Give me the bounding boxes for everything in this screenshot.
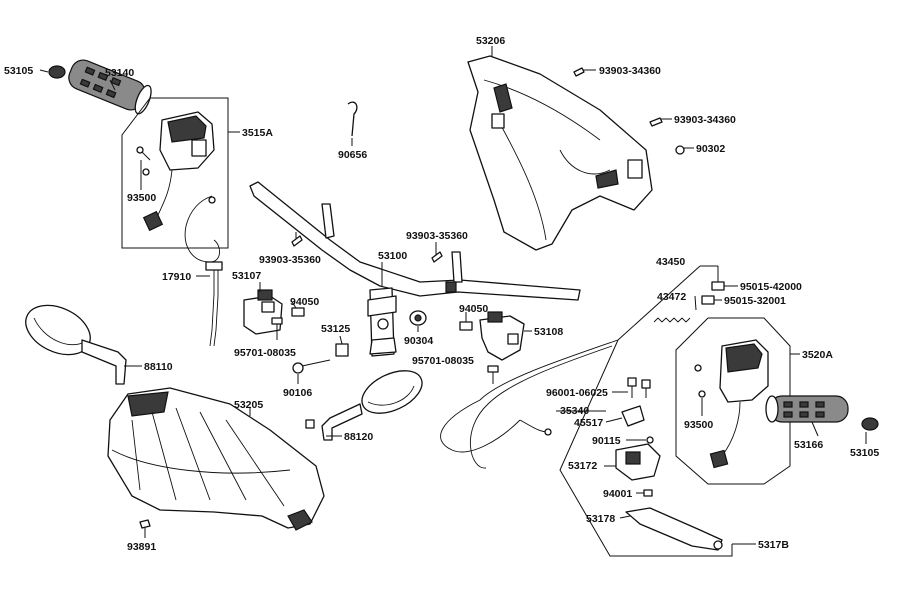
label-53105-right: 53105 — [850, 447, 879, 459]
label-53125: 53125 — [321, 323, 350, 335]
part-nut-94001 — [643, 489, 653, 497]
part-right-switch — [694, 339, 769, 469]
part-front-cover — [107, 387, 325, 531]
label-90302: 90302 — [696, 143, 725, 155]
part-bolt-96001 — [627, 377, 651, 398]
part-fitting-95015b — [701, 295, 715, 305]
part-spring-43472 — [653, 317, 691, 323]
label-88110: 88110 — [144, 361, 173, 373]
label-53206: 53206 — [476, 35, 505, 47]
label-3515A: 3515A — [242, 127, 273, 139]
part-brake-lever — [625, 507, 723, 551]
part-cable-17910 — [184, 195, 223, 347]
part-bolt-b — [487, 365, 499, 384]
label-90115: 90115 — [592, 435, 621, 447]
label-88120: 88120 — [344, 431, 373, 443]
part-screw-90115 — [646, 436, 654, 444]
label-93500-right: 93500 — [684, 419, 713, 431]
part-screw-93891 — [139, 519, 151, 529]
part-bolt-a — [271, 317, 283, 340]
part-nut-b — [459, 321, 473, 331]
label-35340: 35340 — [560, 405, 589, 417]
label-90304: 90304 — [404, 335, 433, 347]
label-53100: 53100 — [378, 250, 407, 262]
part-spacer — [335, 343, 349, 357]
label-93500-left: 93500 — [127, 192, 156, 204]
label-94050-right: 94050 — [459, 303, 488, 315]
part-nut-a — [291, 307, 305, 317]
label-53166: 53166 — [794, 439, 823, 451]
part-bracket-left — [243, 289, 283, 335]
part-throttle-grip — [48, 59, 152, 115]
label-3520A: 3520A — [802, 349, 833, 361]
label-53172: 53172 — [568, 460, 597, 472]
label-95701-08035-left: 95701-08035 — [234, 347, 296, 359]
part-clamp-45517 — [621, 405, 645, 427]
part-mirror-left — [25, 304, 127, 385]
part-clip — [347, 101, 358, 137]
label-93903-34360-top: 93903-34360 — [599, 65, 661, 77]
label-94050-left: 94050 — [290, 296, 319, 308]
part-fitting-95015a — [711, 281, 725, 291]
label-43472: 43472 — [657, 291, 686, 303]
label-95015-42000: 95015-42000 — [740, 281, 802, 293]
label-95015-32001: 95015-32001 — [724, 295, 786, 307]
label-95701-08035-right: 95701-08035 — [412, 355, 474, 367]
label-53205: 53205 — [234, 399, 263, 411]
label-90106: 90106 — [283, 387, 312, 399]
part-bolt-90106 — [292, 359, 331, 374]
label-17910: 17910 — [162, 271, 191, 283]
label-53140: 53140 — [105, 67, 134, 79]
label-53108: 53108 — [534, 326, 563, 338]
part-mirror-right — [305, 370, 423, 441]
label-53178: 53178 — [586, 513, 615, 525]
part-handlebar — [249, 181, 581, 357]
part-bracket-right — [479, 311, 525, 361]
part-left-switch — [136, 111, 215, 232]
part-master-cylinder — [615, 443, 661, 481]
part-rear-cover — [467, 55, 653, 251]
label-93891: 93891 — [127, 541, 156, 553]
label-53107: 53107 — [232, 270, 261, 282]
label-53105-left: 53105 — [4, 65, 33, 77]
label-45517: 45517 — [574, 417, 603, 429]
label-5317B: 5317B — [758, 539, 789, 551]
part-grip-right — [765, 395, 849, 423]
label-96001-06025: 96001-06025 — [546, 387, 608, 399]
label-94001: 94001 — [603, 488, 632, 500]
label-93903-35360-right: 93903-35360 — [406, 230, 468, 242]
label-90656: 90656 — [338, 149, 367, 161]
label-93903-35360-left: 93903-35360 — [259, 254, 321, 266]
label-43450: 43450 — [656, 256, 685, 268]
part-brake-cable — [440, 339, 619, 469]
part-end-cap-right — [861, 417, 879, 431]
label-93903-34360-mid: 93903-34360 — [674, 114, 736, 126]
